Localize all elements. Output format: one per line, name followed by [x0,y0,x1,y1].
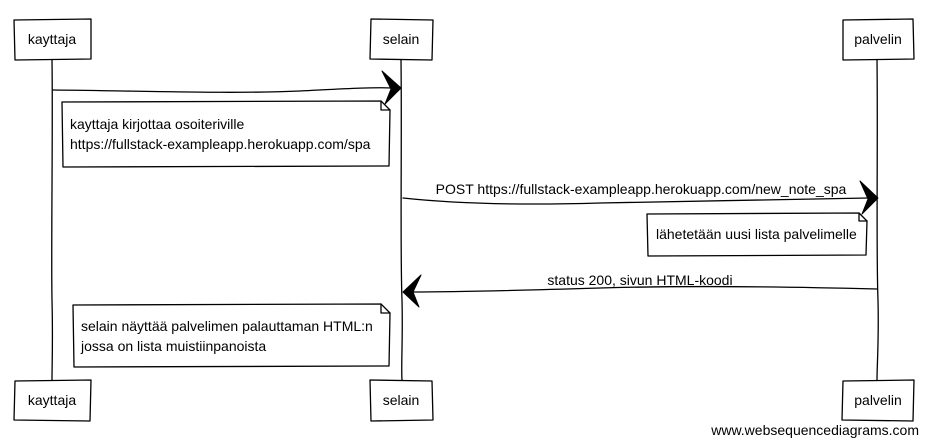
participant-palvelin-top-label: palvelin [854,31,901,47]
arrowhead-right [381,70,402,105]
note-3-line-1: selain näyttää palvelimen palauttaman HT… [81,318,373,334]
participant-kayttaja-top: kayttaja [13,18,92,61]
participant-palvelin-bottom: palvelin [841,379,915,422]
participant-selain-bottom: selain [369,379,434,422]
message-3-label: status 200, sivun HTML-koodi [547,272,732,288]
arrowhead-right [859,180,879,215]
note-kayttaja-osoiterivi: kayttaja kirjottaa osoiteriville https:/… [61,100,391,168]
participant-selain-top-label: selain [383,31,420,47]
note-1-line-1: kayttaja kirjottaa osoiteriville [70,116,245,132]
message-2-label: POST https://fullstack-exampleapp.heroku… [436,181,847,197]
participant-palvelin-bottom-label: palvelin [854,392,901,408]
participant-kayttaja-top-label: kayttaja [28,31,76,47]
lifeline-kayttaja [51,59,54,381]
participant-palvelin-top: palvelin [842,18,915,61]
participant-selain-bottom-label: selain [383,392,420,408]
watermark-link[interactable]: www.websequencediagrams.com [711,422,919,438]
participant-kayttaja-bottom: kayttaja [13,379,92,422]
note-3-line-2: jossa on lista muistiinpanoista [80,338,266,354]
participant-kayttaja-bottom-label: kayttaja [28,392,76,408]
note-palvelin-lahetetaan: lähetetään uusi lista palvelimelle [646,212,868,257]
message-palvelin-to-selain: status 200, sivun HTML-koodi [402,272,878,308]
arrowhead-left [402,274,422,308]
message-selain-to-palvelin: POST https://fullstack-exampleapp.heroku… [402,180,879,215]
message-kayttaja-to-selain [52,70,402,105]
lifeline-palvelin [876,59,879,381]
participant-selain-top: selain [369,18,434,61]
lifeline-selain [400,59,403,381]
note-selain-nayttaa: selain näyttää palvelimen palauttaman HT… [72,303,391,368]
note-1-line-2: https://fullstack-exampleapp.herokuapp.c… [70,136,371,152]
note-2-line-1: lähetetään uusi lista palvelimelle [656,226,857,242]
